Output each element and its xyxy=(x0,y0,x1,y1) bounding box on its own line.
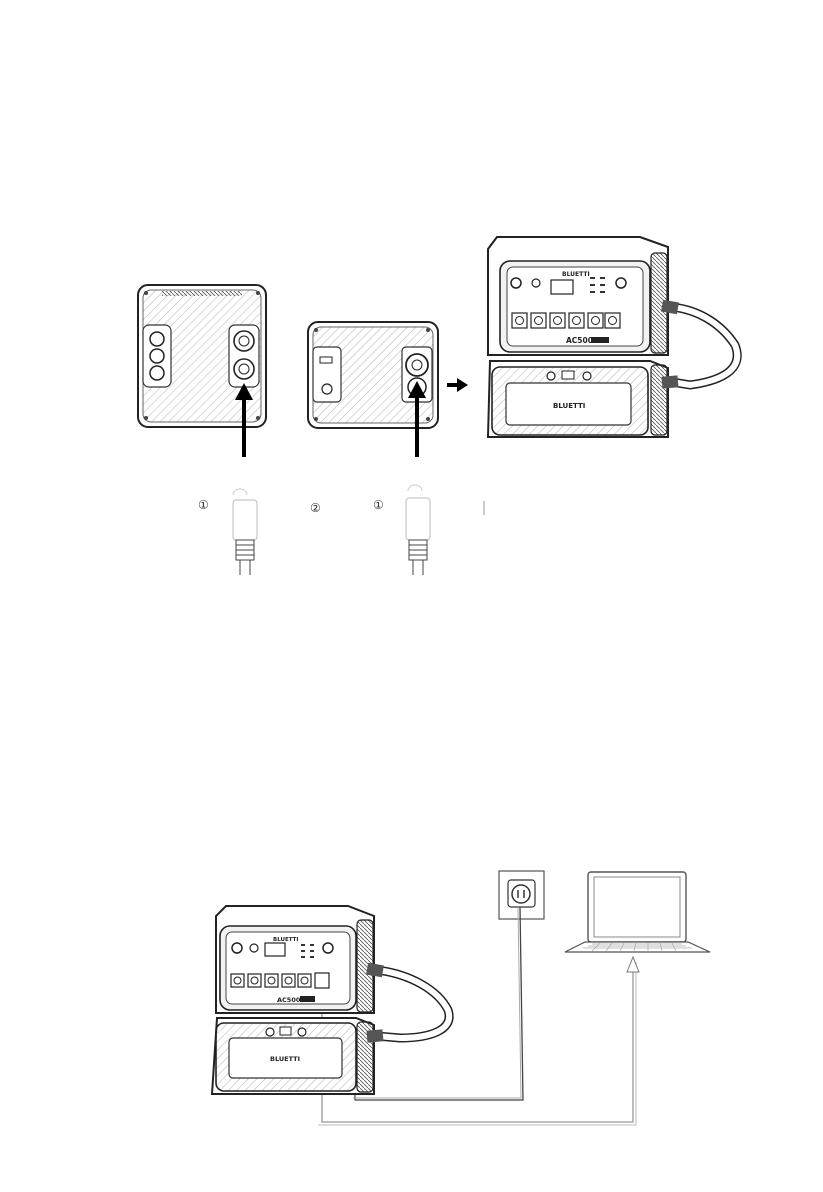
ac500-rear-panel xyxy=(138,285,266,427)
top-brand-logo: BLUETTI xyxy=(273,937,298,943)
stacked-system: BLUETTI AC500 BLUETTI xyxy=(488,237,737,437)
right-arrow-icon xyxy=(447,378,468,392)
step-marker-3: ① xyxy=(373,498,384,512)
battery-brand-logo: BLUETTI xyxy=(553,402,585,410)
charging-diagram: BLUETTI AC500 BLUETTI xyxy=(0,860,823,1140)
step-marker-2: ② xyxy=(310,501,321,515)
stacked-system: BLUETTI AC500 BLUETTI xyxy=(212,906,449,1094)
step-marker-1: ① xyxy=(198,498,209,512)
unit-model-label: AC500 xyxy=(277,996,301,1004)
laptop-icon xyxy=(565,872,710,952)
battery-brand-logo: BLUETTI xyxy=(270,1055,300,1063)
top-brand-logo: BLUETTI xyxy=(562,271,590,278)
cable-connector-1 xyxy=(233,489,257,575)
connection-diagram: ① ② ① xyxy=(0,225,823,585)
unit-model-label: AC500 xyxy=(566,336,593,345)
cable-connector-2 xyxy=(406,485,484,575)
wall-outlet xyxy=(499,871,544,919)
